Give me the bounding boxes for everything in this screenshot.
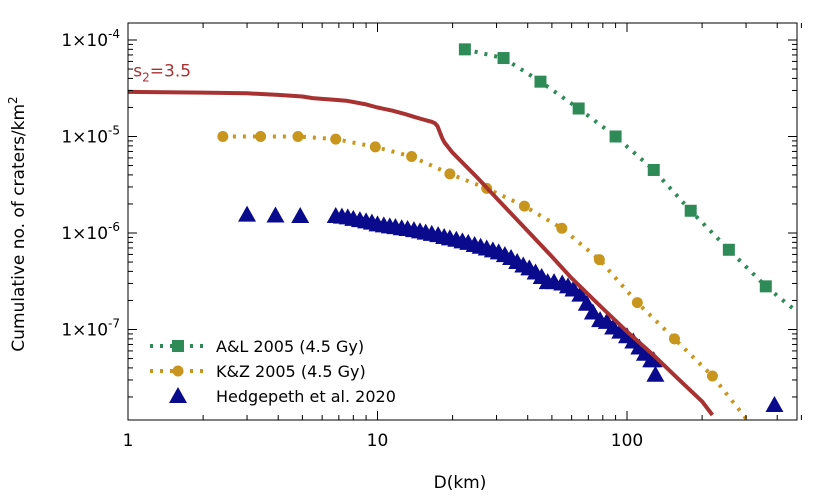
data-point xyxy=(330,133,342,145)
y-tick-label: 1×10-4 xyxy=(61,27,120,51)
data-point xyxy=(266,206,285,223)
data-point xyxy=(255,131,267,142)
series-3 xyxy=(128,89,714,417)
data-point xyxy=(444,168,456,180)
x-axis-title: D(km) xyxy=(434,473,487,493)
data-point xyxy=(706,370,718,382)
data-point xyxy=(556,222,568,234)
legend-label: K&Z 2005 (4.5 Gy) xyxy=(216,362,366,381)
y-tick-label: 1×10-6 xyxy=(61,220,120,244)
y-axis-title: Cumulative no. of craters/km2 xyxy=(6,96,29,351)
data-point xyxy=(759,280,772,293)
data-point xyxy=(593,254,605,266)
legend-item: Hedgepeth et al. 2020 xyxy=(169,387,396,406)
plot-frame xyxy=(127,22,798,421)
data-point xyxy=(571,285,590,302)
data-point xyxy=(406,151,418,163)
legend-item: K&Z 2005 (4.5 Gy) xyxy=(150,362,366,381)
data-point xyxy=(647,163,660,176)
data-point xyxy=(369,141,381,153)
legend-label: A&L 2005 (4.5 Gy) xyxy=(216,337,364,356)
legend-marker xyxy=(172,340,184,352)
y-tick-label: 1×10-7 xyxy=(61,317,120,341)
data-point xyxy=(292,131,304,142)
data-point xyxy=(572,102,585,115)
data-point xyxy=(668,333,680,345)
x-tick-label: 100 xyxy=(611,431,643,451)
data-point xyxy=(646,365,665,382)
data-point xyxy=(217,131,229,142)
legend-item: A&L 2005 (4.5 Gy) xyxy=(150,337,364,356)
y-tick-label: 1×10-5 xyxy=(61,124,120,148)
data-point xyxy=(238,205,257,222)
data-point xyxy=(609,130,622,143)
data-point xyxy=(458,43,471,56)
data-point xyxy=(534,75,547,88)
series-line xyxy=(128,89,714,417)
legend-marker xyxy=(169,387,187,403)
legend-marker xyxy=(172,365,184,377)
data-point xyxy=(583,303,602,320)
series-line xyxy=(464,47,797,315)
series-0 xyxy=(458,43,797,315)
x-tick-label: 1 xyxy=(123,431,134,451)
data-point xyxy=(291,207,310,224)
data-point xyxy=(684,204,697,217)
series-2 xyxy=(238,205,784,413)
data-point xyxy=(518,200,530,212)
data-point xyxy=(644,351,663,368)
data-point xyxy=(722,243,735,256)
data-point xyxy=(765,396,784,413)
x-tick-label: 10 xyxy=(367,431,389,451)
data-point xyxy=(497,52,510,65)
data-point xyxy=(631,297,643,309)
annotation-slope: s2=3.5 xyxy=(133,61,191,84)
legend-label: Hedgepeth et al. 2020 xyxy=(216,387,396,406)
